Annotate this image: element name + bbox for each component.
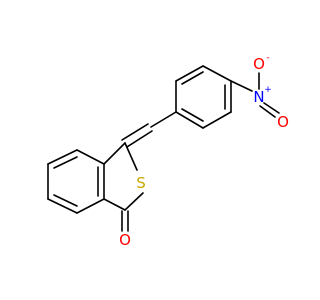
carbonyl-oxygen-atom: O <box>119 231 131 249</box>
bond-double-inner <box>181 71 204 85</box>
bond-exocyclic-double <box>126 130 153 148</box>
bond <box>124 192 144 211</box>
bond <box>76 149 105 165</box>
nitro-oxygen-atom-top: O <box>253 55 265 73</box>
nitrogen-positive-charge: + <box>264 85 272 95</box>
bond <box>47 149 78 165</box>
structure-canvas: S O N + O - O <box>47 53 289 249</box>
bond <box>47 198 78 214</box>
bond <box>103 142 126 165</box>
oxygen-negative-charge: - <box>266 53 269 63</box>
bond-double-inner <box>53 156 78 169</box>
bond <box>175 65 204 82</box>
bond-nitro <box>259 105 276 118</box>
bond <box>175 111 204 129</box>
bond-double-inner <box>53 194 78 207</box>
molecule-structure: S O N + O - O <box>47 53 289 249</box>
bond-nitro <box>263 102 280 114</box>
bond <box>103 198 126 211</box>
nitro-nitrogen-atom: N <box>253 88 264 106</box>
bond-double-inner <box>181 108 204 122</box>
bond <box>150 111 177 128</box>
sulfur-atom: S <box>136 174 146 192</box>
bond <box>202 111 232 129</box>
bond-exocyclic-double <box>121 123 149 141</box>
nitro-oxygen-atom-bottom: O <box>277 113 289 131</box>
bond <box>76 198 105 214</box>
bond <box>230 80 253 92</box>
bond <box>202 65 232 82</box>
